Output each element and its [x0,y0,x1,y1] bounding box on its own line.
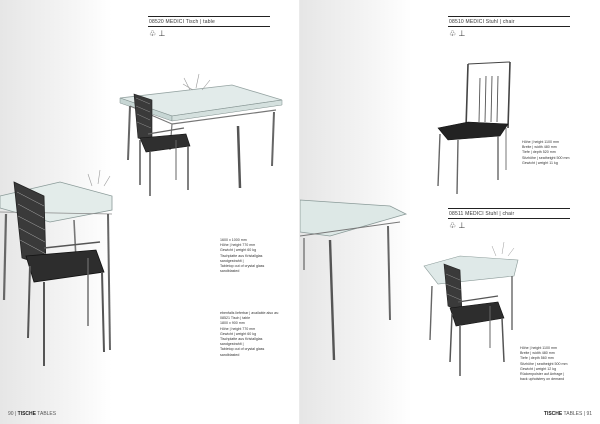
folio-section: TABLES [563,411,583,417]
table-specs: 1600 x 1000 mm Höhe | height 770 mm Gewi… [220,238,264,274]
heading-rule [148,26,270,27]
spec-line: sandblasted [220,269,240,274]
care-symbols: ♧ ⊥ [149,29,166,38]
chair1-specs: Höhe | height 1100 mm Breite | width 480… [522,140,569,166]
chair2-specs: Höhe | height 1100 mm Breite | width 480… [520,346,567,382]
heading-rule [448,26,570,27]
spec-line: Höhe | height 1100 mm [522,140,560,144]
folio-right: TISCHE TABLES | 91 [543,411,592,417]
product-heading: 08510 MEDICI Stuhl | chair [449,19,515,25]
spec-line: sandgestrahlt | [220,342,244,347]
folio-section: TABLES [37,411,57,417]
spec-line: Höhe | height 1100 mm [520,346,558,350]
spec-line: Tiefe | depth 560 mm [520,356,554,361]
spec-line: Gewicht | weight 12 kg [520,366,557,371]
right-page: 08510 MEDICI Stuhl | chair ♧ ⊥ 08511 MED… [300,0,600,424]
chair-illustrations [300,61,519,376]
folio-brand: TISCHE [543,411,563,417]
heading-rule [448,218,570,219]
spec-line: back upholstery on demand [520,377,565,382]
product-heading: 08520 MEDICI Tisch | table [149,19,215,25]
spec-line: 1800 x 900 mm [220,321,245,326]
care-symbols: ♧ ⊥ [449,221,466,230]
heading-rule [148,16,270,17]
spec-line: Breite | width 480 mm [520,351,555,356]
spec-line: ebenfalls lieferbar | available also as: [220,311,279,315]
left-page: 08520 MEDICI Tisch | table ♧ ⊥ [0,0,283,424]
spec-line: 1600 x 1000 mm [220,238,247,242]
heading-rule [448,208,570,209]
spec-line: Tabletop out of crystal glass [220,263,265,268]
spec-line: Breite | width 480 mm [522,145,557,150]
spec-line: Sitzhöhe | seatheight 500 mm [520,361,568,366]
spec-line: Gewicht | weight 11 kg [522,160,558,165]
table-with-chair-illustration [0,73,283,366]
spec-line: Gewicht | weight 60 kg [220,331,257,336]
spec-line: Sitzhöhe | seatheight 500 mm [522,155,570,160]
care-symbols: ♧ ⊥ [449,29,466,38]
folio-brand: TISCHE [17,411,36,417]
spec-line: sandgestrahlt | [220,258,244,263]
spec-line: Gewicht | weight 60 kg [220,248,257,253]
folio-left: 90 | TISCHE TABLES [8,411,57,417]
table-variant-specs: ebenfalls lieferbar | available also as:… [220,311,279,358]
spec-line: sandblasted [220,352,240,357]
spec-line: Tischplatte aus Kristallglas [220,336,263,341]
spec-line: Tabletop out of crystal glass [220,347,265,352]
spec-line: Tiefe | depth 520 mm [522,150,556,155]
spec-line: Tischplatte aus Kristallglas [220,253,263,258]
spec-line: 08521 Tisch | table [220,316,251,321]
heading-rule [448,16,570,17]
page-number: 91 [586,411,592,417]
spec-line: Rückenpolster auf Anfrage | [520,371,565,376]
product-heading: 08511 MEDICI Stuhl | chair [449,211,515,217]
spec-line: Höhe | height 770 mm [220,243,256,248]
page-number: 90 [8,411,14,417]
spec-line: Höhe | height 770 mm [220,326,256,331]
